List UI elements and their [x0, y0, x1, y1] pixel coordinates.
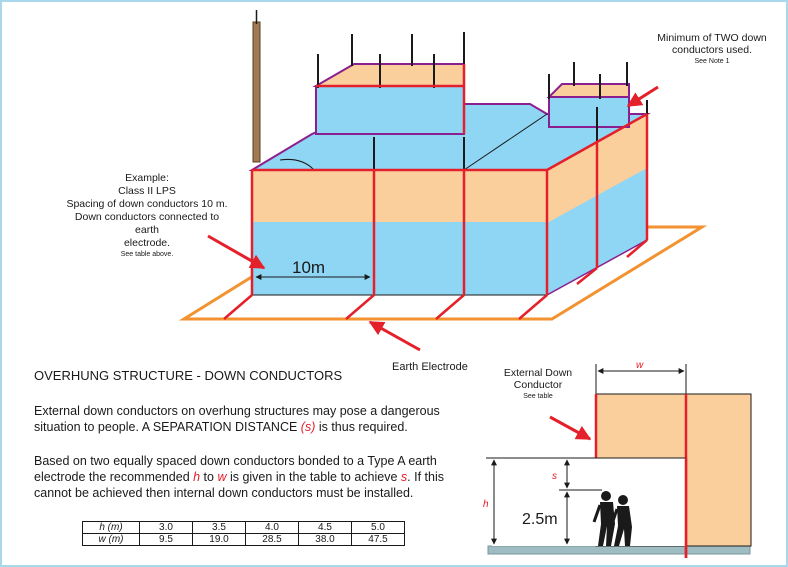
- building-front-lower-band: [252, 222, 547, 295]
- minimum-note-block: Minimum of TWO down conductors used. See…: [652, 32, 772, 68]
- table-row-h: h (m) 3.0 3.5 4.0 4.5 5.0: [82, 521, 405, 534]
- right-penthouse-roof: [546, 83, 630, 98]
- table-header-h: h (m): [82, 521, 140, 534]
- example-arrow: [207, 234, 266, 270]
- para1-s: (s): [300, 420, 316, 434]
- table-cell: 9.5: [139, 533, 193, 546]
- external-down-line-1: External Down: [503, 367, 573, 379]
- table-cell: 47.5: [351, 533, 405, 546]
- table-cell: 4.5: [298, 521, 352, 534]
- table-header-w: w (m): [82, 533, 140, 546]
- para2-text-a: Based on two equally spaced down conduct…: [34, 454, 437, 484]
- para2-to: to: [200, 470, 218, 484]
- down-conductors: [250, 64, 649, 295]
- left-penthouse-roof: [312, 63, 465, 87]
- roof-curve: [279, 159, 315, 171]
- example-line-5: electrode.: [123, 237, 171, 249]
- example-note-block: Example: Class II LPS Spacing of down co…: [62, 172, 232, 260]
- external-down-see-table: See table: [523, 393, 553, 400]
- earth-electrode-label: Earth Electrode: [392, 361, 468, 373]
- para2-h: h: [193, 470, 201, 484]
- minimum-line-1: Minimum of TWO down: [657, 32, 767, 44]
- table-cell: 38.0: [298, 533, 352, 546]
- example-line-1: Example:: [125, 172, 169, 184]
- people-silhouette: [592, 491, 632, 546]
- h-label: h: [483, 499, 489, 510]
- right-penthouse-front: [548, 96, 630, 128]
- paragraph-separation: External down conductors on overhung str…: [34, 403, 454, 435]
- table-cell: 3.0: [139, 521, 193, 534]
- minimum-see-note: See Note 1: [694, 58, 730, 65]
- minimum-line-2: conductors used.: [672, 44, 752, 56]
- left-penthouse-front: [315, 85, 465, 135]
- table-cell: 5.0: [351, 521, 405, 534]
- h-to-w-table: h (m) 3.0 3.5 4.0 4.5 5.0 w (m) 9.5 19.0…: [82, 521, 405, 546]
- external-down-block: External Down Conductor See table: [490, 367, 586, 403]
- earth-connections: [223, 239, 648, 320]
- roof-edge: [463, 113, 548, 171]
- table-cell: 19.0: [192, 533, 246, 546]
- para1-text-b: is thus required.: [315, 420, 408, 434]
- para2-s: s: [400, 470, 408, 484]
- para1-text-a: External down conductors on overhung str…: [34, 404, 440, 434]
- lightning-mast: [252, 21, 261, 163]
- dimension-10m-label: 10m: [292, 258, 325, 277]
- para2-w: w: [217, 470, 227, 484]
- ground-slab: [487, 545, 751, 555]
- example-line-2: Class II LPS: [118, 185, 176, 197]
- paragraph-recommendation: Based on two equally spaced down conduct…: [34, 453, 454, 501]
- external-down-arrow: [549, 415, 592, 441]
- example-line-4: Down conductors connected to earth: [74, 211, 220, 236]
- height-label: 2.5m: [522, 511, 558, 528]
- table-cell: 4.0: [245, 521, 299, 534]
- table-cell: 28.5: [245, 533, 299, 546]
- building-front-upper-band: [252, 170, 547, 222]
- s-label: s: [552, 471, 557, 482]
- table-cell: 3.5: [192, 521, 246, 534]
- earth-electrode-arrow: [368, 320, 421, 352]
- external-down-line-2: Conductor: [513, 379, 563, 391]
- w-label: w: [636, 360, 644, 371]
- para2-text-c: . If this cannot be achieved then intern…: [34, 470, 444, 500]
- example-see-table: See table above.: [120, 251, 174, 258]
- section-heading: OVERHUNG STRUCTURE - DOWN CONDUCTORS: [34, 368, 343, 383]
- minimum-arrow: [626, 85, 659, 108]
- para2-text-b: is given in the table to achieve: [226, 470, 401, 484]
- table-row-w: w (m) 9.5 19.0 28.5 38.0 47.5: [82, 533, 405, 546]
- example-line-3: Spacing of down conductors 10 m.: [66, 198, 228, 210]
- overhang-cutout: [492, 458, 686, 546]
